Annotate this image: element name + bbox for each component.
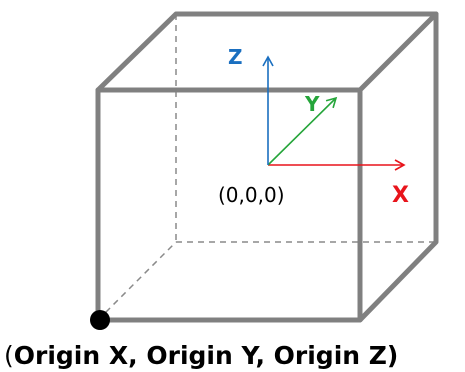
cube-top-face-edges xyxy=(95,11,439,93)
origin-label-open-paren: ( xyxy=(4,341,14,370)
y-axis-label: Y xyxy=(304,92,320,116)
axes xyxy=(262,55,406,171)
cube-edges xyxy=(95,11,439,323)
z-axis-label: Z xyxy=(228,45,243,69)
hidden-edge-depth-bottom-left xyxy=(97,241,177,321)
y-axis-arrow xyxy=(267,96,338,166)
hidden-edges xyxy=(97,14,436,321)
cube-right-face-edges xyxy=(357,11,439,323)
origin-label: (Origin X, Origin Y, Origin Z) xyxy=(4,341,398,370)
origin-point xyxy=(90,310,110,330)
cube-front-face xyxy=(95,87,363,323)
x-axis-label: X xyxy=(392,183,409,208)
origin-label-text: Origin X, Origin Y, Origin Z) xyxy=(14,341,399,370)
center-coordinate-label: (0,0,0) xyxy=(218,183,285,207)
